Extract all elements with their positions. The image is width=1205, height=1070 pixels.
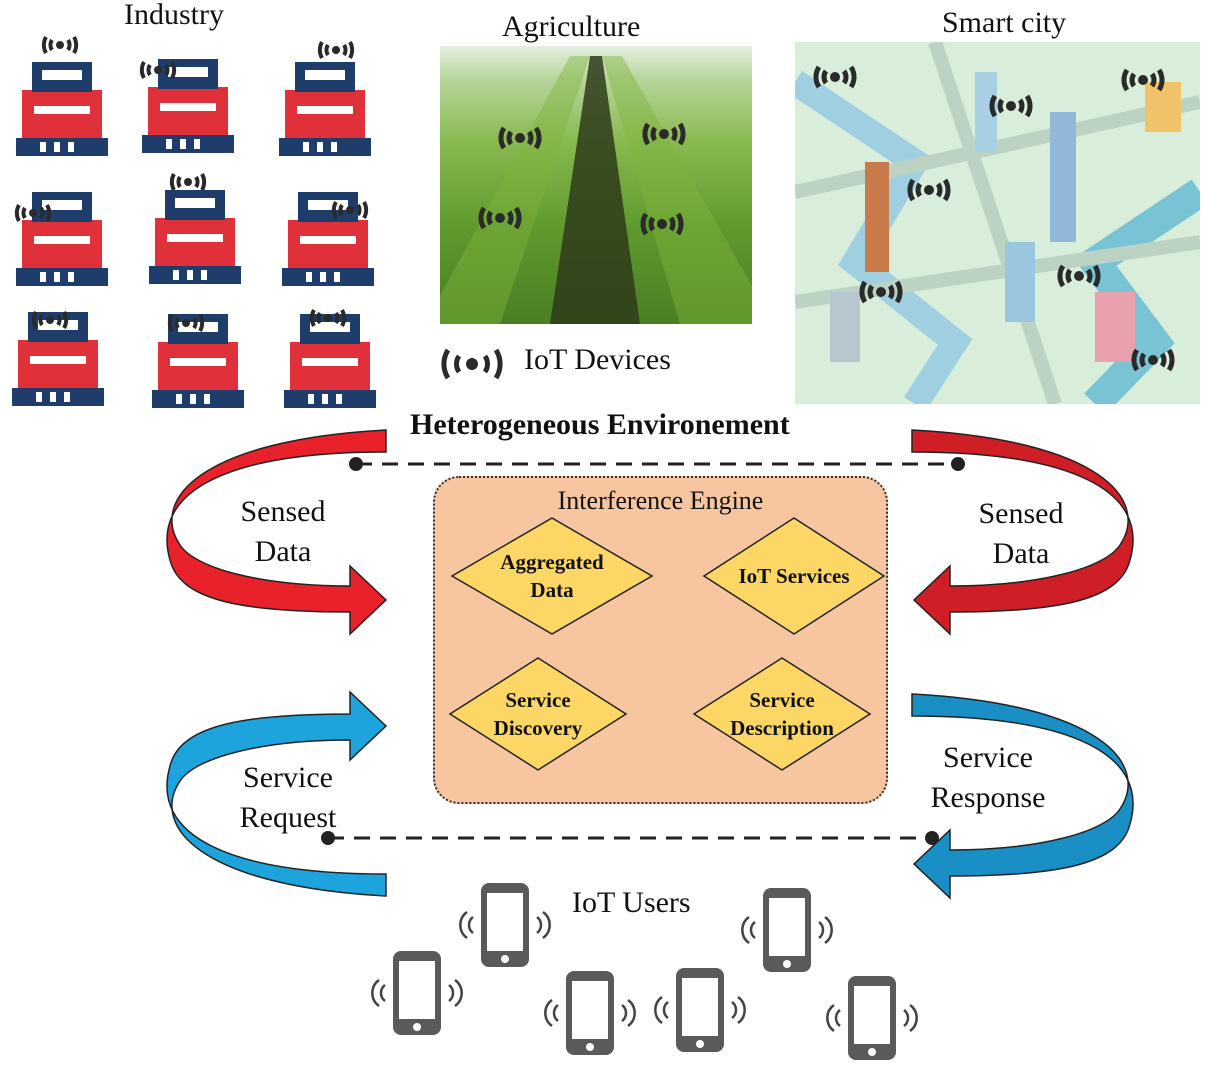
sensed-data-left-label: Sensed Data bbox=[228, 492, 338, 572]
signal-icon bbox=[167, 313, 205, 333]
aggregated-line1: Aggregated bbox=[500, 550, 604, 574]
service-response-line1: Service bbox=[943, 741, 1033, 774]
industry-machine-icon bbox=[282, 192, 374, 286]
sensed-data-right-line1: Sensed bbox=[978, 497, 1064, 530]
interference-engine: Interference Engine bbox=[433, 476, 888, 804]
service-description-label: Service Description bbox=[712, 686, 852, 742]
industry-machine-icon bbox=[12, 312, 104, 406]
environment-title: Heterogeneous Environement bbox=[410, 408, 790, 441]
signal-icon bbox=[41, 35, 79, 55]
smartphone-icon bbox=[459, 881, 551, 969]
service-response-label: Service Response bbox=[918, 738, 1058, 818]
industry-machine-icon bbox=[16, 62, 108, 156]
smart-city-label: Smart city bbox=[942, 6, 1067, 39]
industry-machine-icon bbox=[152, 314, 244, 408]
industry-label: Industry bbox=[124, 0, 224, 31]
iot-services-label: IoT Services bbox=[738, 564, 850, 588]
signal-icon bbox=[331, 200, 369, 220]
signal-icon bbox=[317, 40, 355, 60]
industry-machine-icon bbox=[279, 62, 371, 156]
signal-icon bbox=[309, 308, 347, 328]
smartphone-icon bbox=[826, 974, 918, 1062]
sensed-data-right-label: Sensed Data bbox=[966, 494, 1076, 574]
sensed-data-left-line2: Data bbox=[254, 535, 312, 568]
smartphone-icon bbox=[544, 969, 636, 1057]
smartphone-icon bbox=[654, 966, 746, 1054]
signal-icon bbox=[139, 60, 177, 80]
sensed-data-right-line2: Data bbox=[992, 537, 1050, 570]
service-request-label: Service Request bbox=[226, 758, 350, 838]
smartphone-icon bbox=[371, 949, 463, 1037]
service-request-line1: Service bbox=[243, 761, 333, 794]
aggregated-line2: Data bbox=[530, 578, 574, 602]
discovery-line1: Service bbox=[505, 688, 571, 712]
aggregated-data-label: Aggregated Data bbox=[482, 548, 622, 604]
iot-device-legend-icon bbox=[441, 348, 503, 380]
smart-city-photo bbox=[795, 42, 1200, 404]
industry-machine-icon bbox=[16, 192, 108, 286]
agriculture-photo bbox=[440, 46, 752, 324]
iot-users-label: IoT Users bbox=[572, 886, 691, 919]
discovery-line2: Discovery bbox=[493, 716, 583, 740]
description-line2: Description bbox=[730, 716, 834, 740]
signal-icon bbox=[169, 172, 207, 192]
sensed-data-left-line1: Sensed bbox=[240, 495, 326, 528]
signal-icon bbox=[31, 310, 69, 330]
industry-machine-icon bbox=[149, 190, 241, 284]
agriculture-label: Agriculture bbox=[502, 10, 641, 43]
industry-machine-icon bbox=[142, 59, 234, 153]
crop-rows bbox=[440, 56, 752, 324]
city-map bbox=[795, 42, 1200, 404]
iot-devices-label: IoT Devices bbox=[524, 343, 671, 376]
industry-machine-icon bbox=[284, 314, 376, 408]
description-line1: Service bbox=[749, 688, 815, 712]
engine-title: Interference Engine bbox=[557, 486, 764, 515]
service-discovery-label: Service Discovery bbox=[468, 686, 608, 742]
signal-icon bbox=[14, 203, 52, 223]
service-request-line2: Request bbox=[239, 801, 337, 834]
smartphone-icon bbox=[741, 886, 833, 974]
service-response-line2: Response bbox=[930, 781, 1046, 814]
